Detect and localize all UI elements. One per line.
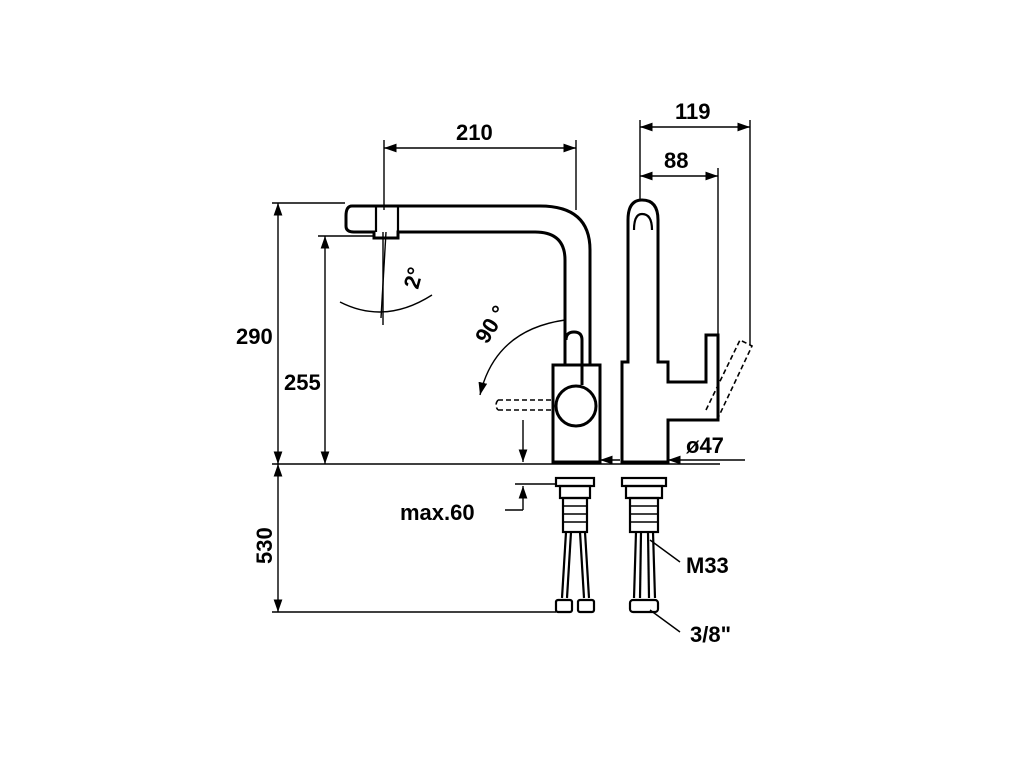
label-thread-m33: M33 — [686, 553, 729, 578]
label-max-deck: max.60 — [400, 500, 475, 525]
label-spout-height-255: 255 — [284, 370, 321, 395]
label-height-290: 290 — [236, 324, 273, 349]
label-width-210: 210 — [456, 120, 493, 145]
tilt-arc — [339, 294, 433, 313]
label-base-diameter: ø47 — [686, 433, 724, 458]
lever-swung — [495, 399, 552, 411]
spout-arm — [344, 204, 592, 365]
lever — [564, 330, 584, 385]
mounting-hardware-front — [554, 476, 596, 614]
swivel-arc — [478, 319, 566, 396]
label-depth-119: 119 — [675, 99, 711, 124]
label-depth-88: 88 — [664, 148, 688, 173]
lever-knob — [554, 384, 598, 428]
label-tilt-angle: 2° — [399, 264, 429, 291]
side-view — [620, 198, 754, 614]
label-connection: 3/8" — [690, 622, 731, 647]
mounting-hardware-side — [620, 476, 668, 614]
label-hose-length-530: 530 — [252, 527, 277, 564]
side-lever-dashed — [705, 338, 754, 419]
dimension-lines — [272, 120, 751, 633]
label-swivel-angle: 90 ° — [470, 301, 512, 348]
side-spout — [620, 198, 720, 464]
